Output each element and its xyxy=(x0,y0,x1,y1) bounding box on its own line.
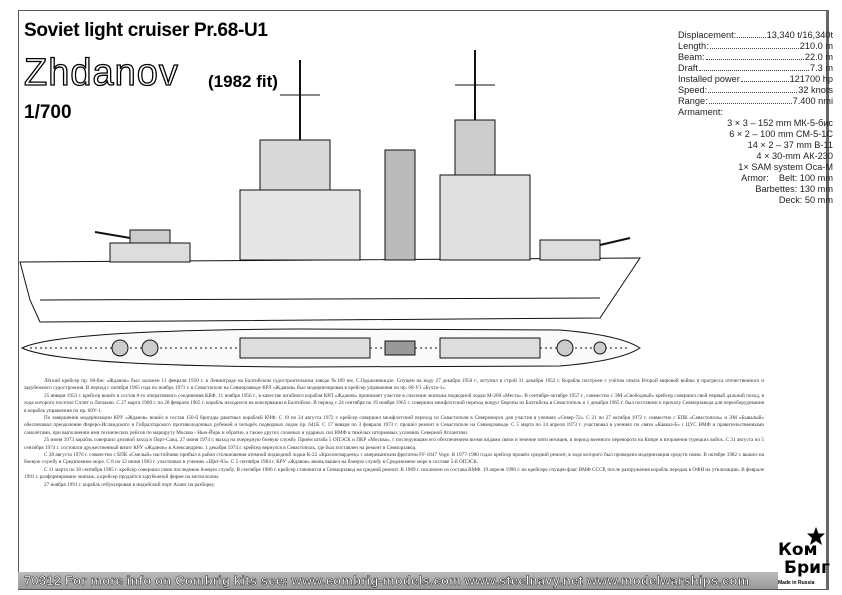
fit-year: (1982 fit) xyxy=(208,72,278,91)
scale-label: 1/700 xyxy=(24,102,72,123)
history-paragraph: С 28 августа 1976 г. совместно с БПК «См… xyxy=(24,452,764,466)
plan-view-drawing xyxy=(20,328,641,368)
spec-label: Length: xyxy=(678,41,709,51)
footer-band: 70312 For more info on Combrig kits see:… xyxy=(18,572,778,589)
spec-value: 22.0 m xyxy=(804,52,833,62)
history-paragraph: 25 января 1953 г. крейсер вошёл в состав… xyxy=(24,392,764,414)
page-edge xyxy=(826,10,829,590)
logo-text: Бриг xyxy=(784,558,830,578)
combrig-logo: Ком Бриг Made in Russia xyxy=(772,527,830,588)
armor-item: Armor: Belt: 100 mm xyxy=(741,173,833,183)
star-icon xyxy=(807,527,825,545)
spec-label: Installed power xyxy=(678,74,740,84)
spec-value: 121700 hp xyxy=(789,74,833,84)
logo-text: Ком xyxy=(778,540,818,560)
armament-item: 6 × 2 – 100 mm СМ-5-1С xyxy=(729,129,833,139)
history-paragraph: Лёгкий крейсер пр. 68-бис «Жданов» был з… xyxy=(24,378,764,392)
ship-name: Zhdanov xyxy=(23,51,179,94)
history-paragraph: 25 июня 1973 корабль совершил деловой за… xyxy=(24,437,764,451)
made-in-label: Made in Russia xyxy=(778,580,815,586)
spec-label: Speed: xyxy=(678,85,708,95)
spec-label: Displacement: xyxy=(678,30,737,40)
spec-value: 13,340 t/16,340t xyxy=(766,30,833,40)
spec-value: 7.3 m xyxy=(810,63,833,73)
specifications: Displacement: 13,340 t/16,340t Length: 210… xyxy=(678,30,833,206)
armament-item: 1× SAM system Оса-М xyxy=(738,162,833,172)
history-paragraph: По завершении модернизации КРУ «Жданов» … xyxy=(24,415,764,436)
footer-text: 70312 For more info on Combrig kits see:… xyxy=(24,573,750,589)
armament-item: 3 × 3 – 152 mm МК-5-бис xyxy=(727,118,833,128)
armor-item: Deck: 50 mm xyxy=(778,195,833,205)
armament-item: 14 × 2 – 37 mm В-11 xyxy=(747,140,833,150)
history-text: Лёгкий крейсер пр. 68-бис «Жданов» был з… xyxy=(24,378,764,489)
history-paragraph: С 11 марта по 30 сентября 1985 г. крейсе… xyxy=(24,466,764,481)
page-title: Soviet light cruiser Pr.68-U1 xyxy=(24,20,268,41)
spec-value: 7.400 nmi xyxy=(792,96,833,106)
spec-label: Range: xyxy=(678,96,708,106)
armor-item: Barbettes: 130 mm xyxy=(755,184,833,194)
armament-label: Armament: xyxy=(678,107,723,117)
history-paragraph: 27 ноября 1991 г. корабль отбуксирован в… xyxy=(44,481,216,488)
ship-drawings xyxy=(19,50,641,368)
armament-item: 4 × 30-mm АК-230 xyxy=(756,151,833,161)
spec-label: Draft xyxy=(678,63,698,73)
spec-value: 32 knots xyxy=(798,85,833,95)
side-profile-drawing xyxy=(19,50,641,323)
spec-label: Beam: xyxy=(678,52,705,62)
spec-value: 210.0 m xyxy=(799,41,833,51)
